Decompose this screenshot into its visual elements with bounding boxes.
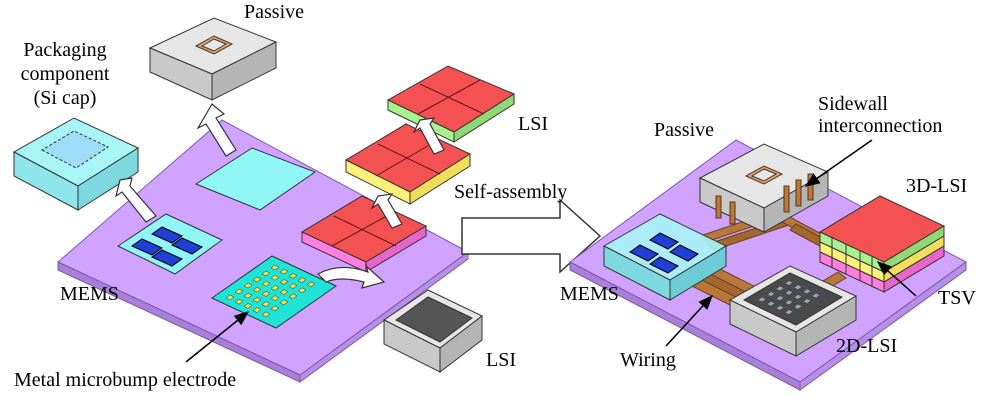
- microbump-2d: [775, 285, 785, 292]
- microbump: [261, 311, 271, 318]
- microbump-pad: [211, 255, 337, 329]
- microbump: [261, 301, 271, 307]
- microbump: [252, 286, 262, 293]
- right-assembled-scene: Passive Sidewall interconnection 3D-LSI …: [560, 93, 976, 391]
- label-metal-microbump: Metal microbump electrode: [14, 369, 236, 391]
- wiring-leader-line: [665, 294, 714, 347]
- label-tsv: TSV: [938, 287, 976, 309]
- microbump: [243, 282, 253, 289]
- microbump: [297, 287, 307, 294]
- microbump: [270, 295, 280, 301]
- lsi-2d-component: [728, 265, 858, 357]
- microbump-2d: [793, 294, 803, 300]
- microbump-2d: [793, 303, 803, 310]
- microbump: [279, 299, 289, 306]
- label-3d-lsi: 3D-LSI: [906, 175, 967, 197]
- left-substrate: [57, 119, 469, 383]
- microbump-2d: [802, 298, 812, 304]
- microbump: [252, 276, 262, 283]
- microbump: [297, 277, 307, 283]
- microbump-2d: [811, 292, 821, 299]
- microbump: [270, 264, 280, 271]
- microbump-2d: [784, 289, 794, 296]
- microbump: [243, 292, 253, 299]
- microbump: [234, 288, 244, 295]
- label-passive-right: Passive: [654, 119, 714, 141]
- microbump-2d: [775, 295, 785, 301]
- left-assembly-scene: Packaging component (Si cap) Passive LSI…: [12, 1, 548, 391]
- packaging-si-cap: [12, 117, 140, 211]
- passive-cyan-pad: [194, 147, 317, 211]
- microbump: [261, 291, 271, 297]
- microbump: [279, 289, 289, 295]
- microbump: [288, 283, 298, 289]
- microbump: [306, 281, 316, 288]
- microbump: [270, 274, 280, 281]
- label-self-assembly: Self-assembly: [454, 181, 567, 203]
- microbump-2d: [757, 296, 767, 303]
- microbump-2d: [766, 300, 776, 307]
- packaging-label-line1: Packaging: [23, 39, 106, 61]
- label-sidewall-line2: interconnection: [818, 115, 942, 137]
- microbump: [234, 298, 244, 305]
- tsv-leader-line: [876, 260, 917, 297]
- microbump: [243, 303, 253, 309]
- microbump: [279, 268, 289, 275]
- mems-pad-left: [116, 213, 223, 275]
- microbump: [288, 273, 298, 279]
- microbump-2d: [793, 284, 803, 290]
- microbump-2d: [802, 288, 812, 295]
- packaging-label-line2: component: [21, 63, 110, 85]
- passive-component-right: [698, 143, 830, 233]
- microbump: [261, 280, 271, 287]
- label-packaging-component: Packaging component (Si cap): [21, 39, 110, 109]
- microbump-2d: [784, 309, 794, 315]
- microbump: [270, 285, 280, 291]
- microbump: [261, 270, 271, 277]
- microbump: [252, 297, 262, 303]
- microbump-2d: [784, 299, 794, 306]
- label-lsi-bottom: LSI: [486, 349, 516, 371]
- microbump-2d: [784, 280, 794, 286]
- microbump-2d: [766, 291, 776, 297]
- label-mems-right: MEMS: [560, 283, 619, 305]
- lsi-tray-bottom: [383, 289, 483, 374]
- microbump-2d: [775, 305, 785, 311]
- label-mems-left: MEMS: [60, 283, 119, 305]
- label-sidewall-line1: Sidewall: [818, 93, 888, 115]
- assembly-motion-arrows: [115, 103, 445, 289]
- microbump: [252, 307, 262, 313]
- lsi-3d-stack: [818, 195, 946, 293]
- label-passive-left: Passive: [244, 1, 304, 23]
- label-lsi-top: LSI: [518, 113, 548, 135]
- microbump: [270, 305, 280, 312]
- label-wiring: Wiring: [620, 349, 676, 371]
- microbump: [288, 293, 298, 300]
- label-2d-lsi: 2D-LSI: [836, 335, 897, 357]
- sidewall-leader-line: [804, 139, 873, 187]
- self-assembly-arrow: Self-assembly: [454, 181, 602, 274]
- microbump: [279, 279, 289, 285]
- passive-component-left: [148, 17, 278, 101]
- microbump: [225, 294, 235, 301]
- mems-component-right: [602, 213, 728, 301]
- microbump-leader-line: [185, 311, 250, 363]
- packaging-label-line3: (Si cap): [34, 87, 97, 109]
